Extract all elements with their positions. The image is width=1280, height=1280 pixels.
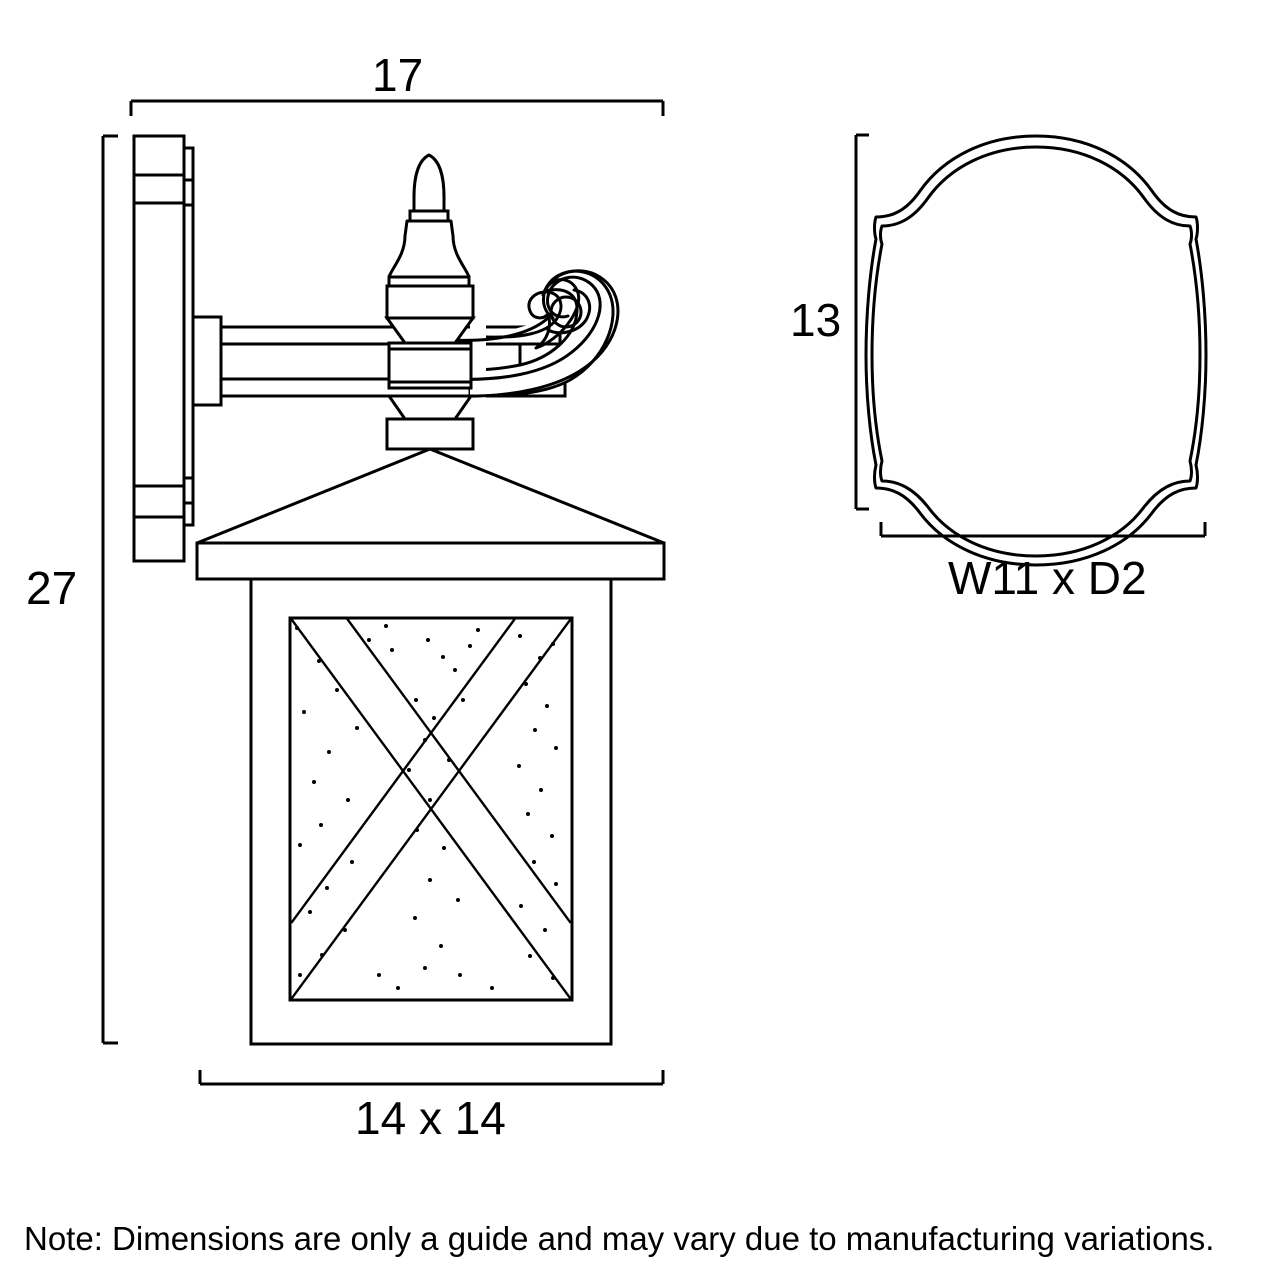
finial-acorn-tip	[412, 153, 446, 213]
x-brace	[288, 616, 574, 1002]
backplate-profile-view	[864, 134, 1208, 567]
dimension-label-plate-height-13: 13	[790, 294, 842, 346]
scroll-eye	[549, 295, 583, 329]
finial-collar	[385, 284, 475, 320]
dimension-label-height-27: 27	[26, 562, 78, 614]
wall-plate-body	[132, 134, 186, 563]
dimension-plate-height-13	[854, 133, 869, 511]
lantern-roof	[195, 447, 666, 581]
dimension-width-17	[129, 99, 665, 116]
x-brace-diagonal-b-edge2	[290, 618, 516, 924]
glass-speckles	[295, 624, 558, 990]
scroll-top-edge	[450, 316, 550, 342]
dimension-height-27	[101, 134, 118, 1045]
finial-assembly	[384, 153, 476, 451]
backplate-outer-outline	[864, 134, 1208, 567]
glass-panel-border	[288, 616, 574, 1002]
x-brace-diagonal-b-edge1	[290, 618, 572, 1000]
backplate-inner-outline	[870, 145, 1202, 558]
roof-eave-band	[195, 541, 666, 581]
dimension-label-plate-width-w11d2: W11 x D2	[948, 552, 1147, 604]
wall-plate	[132, 134, 223, 563]
lantern-body	[249, 577, 613, 1046]
scroll-inner-curl	[546, 288, 591, 335]
wall-plate-arm-collar	[191, 315, 223, 407]
dimension-plate-width-w11d2	[879, 522, 1207, 538]
dimension-label-body-14x14: 14 x 14	[355, 1092, 506, 1144]
manufacturing-note: Note: Dimensions are only a guide and ma…	[24, 1220, 1215, 1257]
arm-scroll	[450, 269, 620, 400]
scroll-outer-edge-2	[450, 269, 620, 398]
finial-taper-lower	[386, 394, 474, 421]
finial-baluster	[387, 219, 471, 279]
dimension-label-width-17: 17	[372, 49, 424, 101]
dimension-body-14x14	[198, 1070, 665, 1086]
roof-pyramid	[196, 447, 665, 545]
scroll-outer-edge	[450, 275, 602, 381]
stem-lower-collar	[385, 417, 475, 451]
